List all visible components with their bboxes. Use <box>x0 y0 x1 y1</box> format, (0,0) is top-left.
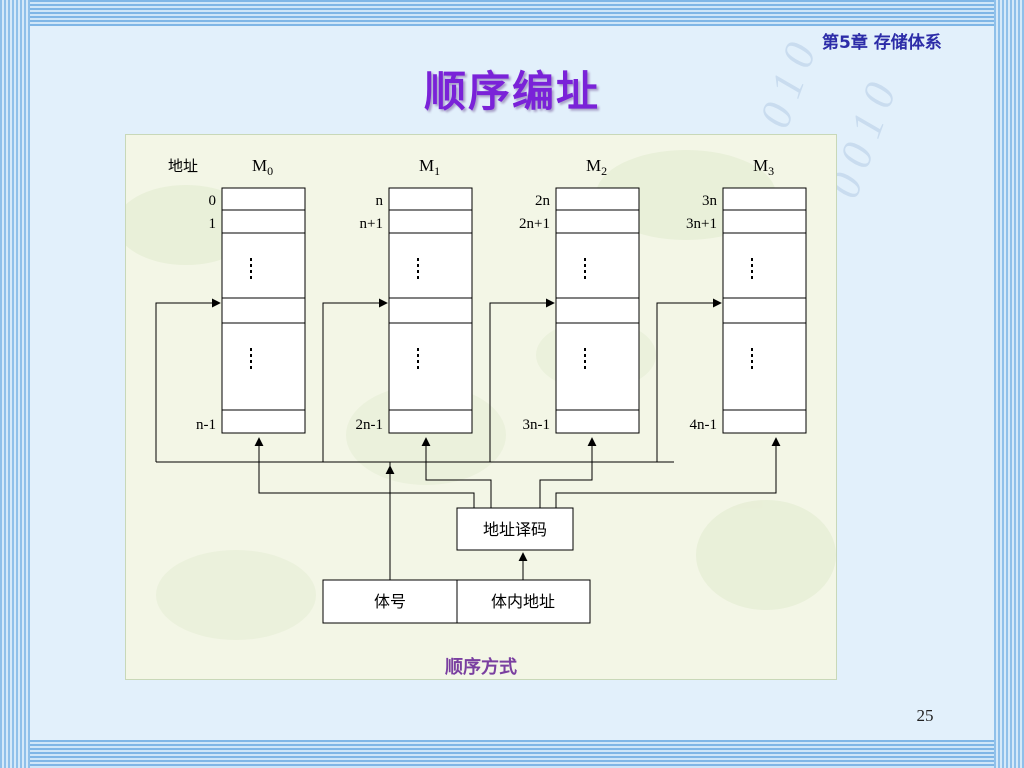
ellipsis-dot <box>751 276 753 279</box>
address-decoder-box <box>456 507 574 551</box>
address-label: 2n+1 <box>519 216 550 232</box>
memory-module-box <box>221 187 306 434</box>
bank-select-to-module-1 <box>322 298 388 462</box>
ellipsis-dot <box>751 258 753 261</box>
ellipsis-dot <box>751 270 753 273</box>
wiring <box>155 298 781 580</box>
address-label: n <box>376 193 384 209</box>
address-label: 2n <box>535 193 551 209</box>
ellipsis-dot <box>250 276 252 279</box>
page-number: 25 <box>916 706 934 725</box>
diagram-caption: 顺序方式 <box>445 656 517 678</box>
bank-select-to-module-3 <box>656 298 722 462</box>
internal-address-field: 体内地址 <box>491 592 555 611</box>
bank-select-to-module-2 <box>489 298 555 462</box>
ellipsis-dot <box>250 360 252 363</box>
address-label: n+1 <box>360 216 383 232</box>
address-label: 3n+1 <box>686 216 717 232</box>
ellipsis-dot <box>584 264 586 267</box>
module-name: M3 <box>753 156 774 178</box>
memory-module-2: M2 2n 2n+1 3n-1 <box>519 156 640 434</box>
ellipsis-dot <box>417 348 419 351</box>
ellipsis-dot <box>751 348 753 351</box>
memory-modules: M001n-1M1nn+12n-1M22n2n+13n-1M33n3n+14n-… <box>196 156 807 434</box>
bank-select-to-module-0 <box>155 298 221 462</box>
page-title: 顺序编址 <box>423 67 600 116</box>
ellipsis-dot <box>417 276 419 279</box>
ellipsis-dot <box>250 354 252 357</box>
right-stripe-decoration <box>994 0 1024 768</box>
ellipsis-dot <box>417 270 419 273</box>
ellipsis-dot <box>250 348 252 351</box>
ellipsis-dot <box>250 270 252 273</box>
ellipsis-dot <box>417 258 419 261</box>
module-subscript: 3 <box>768 164 774 178</box>
module-subscript: 0 <box>267 164 273 178</box>
address-label: n-1 <box>196 417 216 433</box>
left-stripe-decoration <box>0 0 30 768</box>
address-column-header: 地址 <box>168 157 198 175</box>
ellipsis-dot <box>584 258 586 261</box>
ellipsis-dot <box>584 360 586 363</box>
ellipsis-dot <box>584 354 586 357</box>
ellipsis-dot <box>250 264 252 267</box>
ellipsis-dot <box>751 264 753 267</box>
diagram-svg: M001n-1M1nn+12n-1M22n2n+13n-1M33n3n+14n-… <box>126 150 836 678</box>
memory-module-1: M1 n n+1 2n-1 <box>356 156 473 434</box>
chapter-label: 第5章 存储体系 <box>822 33 942 53</box>
ellipsis-dot <box>417 366 419 369</box>
module-name: M2 <box>586 156 607 178</box>
address-label: 3n <box>702 193 718 209</box>
decoder-to-module-2 <box>539 437 597 508</box>
ellipsis-dot <box>417 264 419 267</box>
memory-module-box <box>555 187 640 434</box>
top-stripe-decoration <box>0 0 1024 26</box>
ellipsis-dot <box>584 270 586 273</box>
ellipsis-dot <box>584 348 586 351</box>
bottom-stripe-decoration <box>0 740 1024 768</box>
ellipsis-dot <box>417 360 419 363</box>
module-name: M1 <box>419 156 440 178</box>
ellipsis-dot <box>751 354 753 357</box>
address-label: 0 <box>209 193 217 209</box>
decoder-to-module-1 <box>421 437 492 508</box>
ellipsis-dot <box>751 360 753 363</box>
address-label: 3n-1 <box>523 417 551 433</box>
memory-module-box <box>388 187 473 434</box>
address-label: 4n-1 <box>690 417 718 433</box>
ellipsis-dot <box>417 354 419 357</box>
address-label: 1 <box>209 216 217 232</box>
module-subscript: 2 <box>601 164 607 178</box>
decoder-to-module-3 <box>555 437 781 508</box>
decoder-to-module-0 <box>254 437 475 508</box>
ellipsis-dot <box>250 258 252 261</box>
ellipsis-dot <box>250 366 252 369</box>
bank-number-field: 体号 <box>374 592 406 611</box>
ellipsis-dot <box>584 366 586 369</box>
memory-module-box <box>722 187 807 434</box>
ellipsis-dot <box>584 276 586 279</box>
module-name: M0 <box>252 156 273 178</box>
address-decoder-label: 地址译码 <box>483 520 547 539</box>
memory-module-3: M3 3n 3n+1 4n-1 <box>686 156 807 434</box>
address-label: 2n-1 <box>356 417 384 433</box>
module-subscript: 1 <box>434 164 440 178</box>
ellipsis-dot <box>751 366 753 369</box>
